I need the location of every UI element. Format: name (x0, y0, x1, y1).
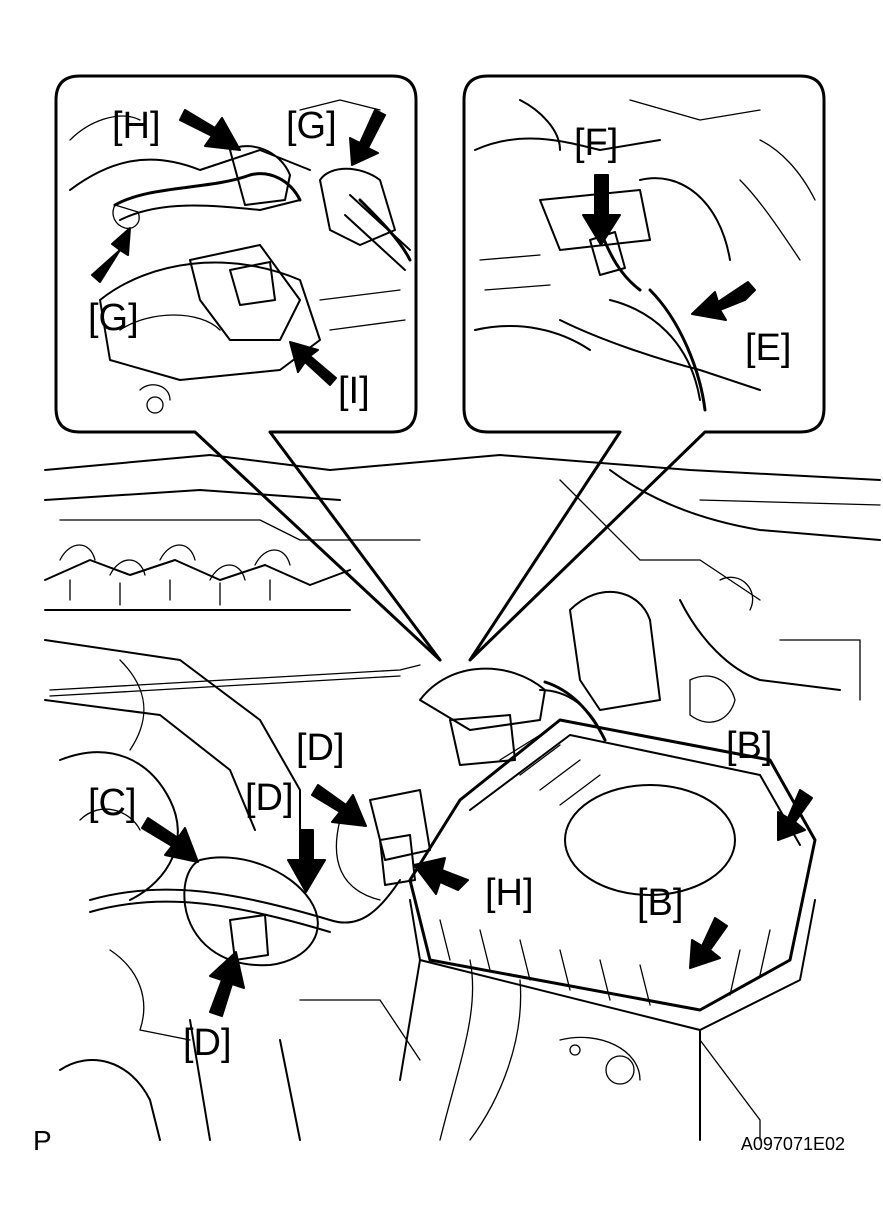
pointer-arrow-icon (777, 789, 813, 841)
pointer-arrow-icon (311, 784, 367, 827)
label-b-top: [B] (726, 725, 772, 767)
pointer-arrow-icon (209, 951, 245, 1017)
label-b-bottom: [B] (637, 882, 683, 924)
label-f-right-inset: [F] (574, 122, 618, 164)
label-h-main: [H] (485, 872, 534, 914)
pointer-arrow-icon (413, 857, 469, 895)
label-i-left-inset: [I] (338, 370, 370, 412)
label-g-left-inset-top: [G] (286, 105, 337, 147)
pointer-arrow-icon (179, 109, 241, 151)
pointer-arrow-icon (287, 829, 326, 893)
left-detail-inset (54, 74, 442, 662)
pointer-arrow-icon (582, 174, 621, 246)
pointer-arrow-icon (141, 817, 199, 863)
figure-code: A097071E02 (741, 1134, 845, 1154)
label-d-middle: [D] (245, 777, 294, 819)
pointer-arrow-icon (289, 341, 337, 386)
view-letter: P (33, 1125, 52, 1156)
callout-labels: [H] [G] [G] [I] [F] [E] [B] [B] [C] [D] … (33, 105, 845, 1156)
label-d-upper: [D] (296, 727, 345, 769)
label-c: [C] (88, 782, 137, 824)
pointer-arrow-icon (691, 281, 756, 321)
pointer-arrow-icon (91, 227, 131, 283)
label-h-left-inset: [H] (112, 105, 161, 147)
pointer-arrows (91, 109, 813, 1017)
label-d-lower: [D] (183, 1022, 232, 1064)
label-e-right-inset: [E] (745, 327, 791, 369)
pointer-arrow-icon (689, 917, 728, 969)
label-g-left-inset-bottom: [G] (88, 297, 139, 339)
engine-bay-linework (44, 454, 881, 1141)
pointer-arrow-icon (349, 109, 386, 166)
